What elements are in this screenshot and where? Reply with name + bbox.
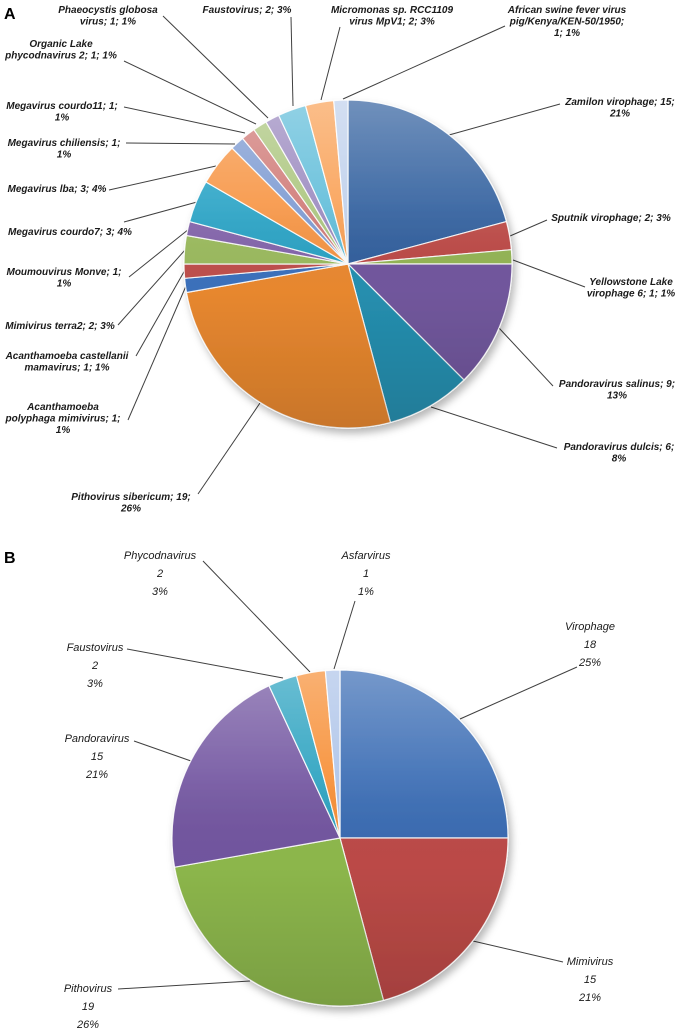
panel-b-leader-lines: [117, 560, 578, 990]
leader-line-zamilon-virophage: [448, 103, 561, 136]
leader-line-pandoravirus: [133, 740, 192, 762]
panel-a-leader-lines: [108, 15, 586, 495]
pie-gloss-overlay: [172, 670, 508, 1006]
leader-line-pandoravirus-salinus: [498, 327, 554, 387]
slice-label-megavirus-courdo11: Megavirus courdo11; 1;1%: [6, 101, 118, 124]
leader-line-megavirus-chiliensis: [125, 142, 236, 145]
leader-line-acanthamoeba-castellanii-mamavirus: [135, 269, 186, 357]
panel-a-letter: A: [4, 6, 16, 23]
leader-line-african-swine-fever-virus-pig-kenya-ken-50-1950: [342, 25, 506, 100]
leader-line-mimivirus-terra2: [117, 249, 186, 326]
leader-line-megavirus-lba: [108, 165, 217, 191]
leader-line-faustovirus: [126, 648, 284, 679]
panel-a-pie: [183, 99, 513, 429]
leader-line-organic-lake-phycodnavirus-2: [123, 60, 257, 125]
leader-line-pithovirus-sibericum: [197, 402, 261, 495]
leader-line-virophage: [459, 666, 578, 720]
slice-label-zamilon-virophage: Zamilon virophage; 15;21%: [564, 97, 674, 120]
slice-label-pithovirus-sibericum: Pithovirus sibericum; 19;26%: [71, 492, 190, 515]
leader-line-phycodnavirus: [202, 560, 311, 673]
slice-label-megavirus-courdo7: Megavirus courdo7; 3; 4%: [8, 227, 132, 238]
leader-line-acanthamoeba-polyphaga-mimivirus: [127, 285, 187, 421]
leader-line-megavirus-courdo7: [123, 201, 198, 223]
slice-label-moumouvirus-monve: Moumouvirus Monve; 1;1%: [6, 267, 121, 290]
panel-a-labels: Zamilon virophage; 15;21% Sputnik viropha…: [4, 5, 675, 515]
panel-b-letter: B: [4, 550, 16, 567]
slice-label-faustovirus: Faustovirus; 2; 3%: [203, 5, 292, 16]
leader-line-megavirus-courdo11: [123, 106, 246, 134]
leader-line-faustovirus: [290, 16, 294, 107]
leader-line-moumouvirus-monve: [128, 228, 190, 278]
leader-line-asfarvirus: [333, 600, 356, 670]
leader-line-phaeocystis-globosa-virus: [162, 15, 269, 119]
leader-line-mimivirus: [472, 940, 564, 963]
slice-label-pandoravirus-dulcis: Pandoravirus dulcis; 6;8%: [564, 442, 675, 465]
slice-label-sputnik-virophage: Sputnik virophage; 2; 3%: [551, 213, 671, 224]
pie-gloss-overlay: [184, 100, 512, 428]
leader-line-yellowstone-lake-virophage-6: [512, 259, 586, 288]
slice-label-megavirus-chiliensis: Megavirus chiliensis; 1;1%: [8, 138, 121, 161]
leader-line-micromonas-sp-rcc1109-virus-mpv1: [320, 26, 341, 101]
panel-b-pie: [171, 669, 509, 1007]
leader-line-sputnik-virophage: [509, 219, 548, 237]
slice-label-pandoravirus-salinus: Pandoravirus salinus; 9;13%: [559, 379, 675, 402]
slice-label-mimivirus-terra2: Mimivirus terra2; 2; 3%: [5, 321, 115, 332]
leader-line-pithovirus: [117, 980, 251, 990]
leader-line-pandoravirus-dulcis: [430, 406, 558, 449]
slice-label-megavirus-lba: Megavirus lba; 3; 4%: [8, 184, 107, 195]
